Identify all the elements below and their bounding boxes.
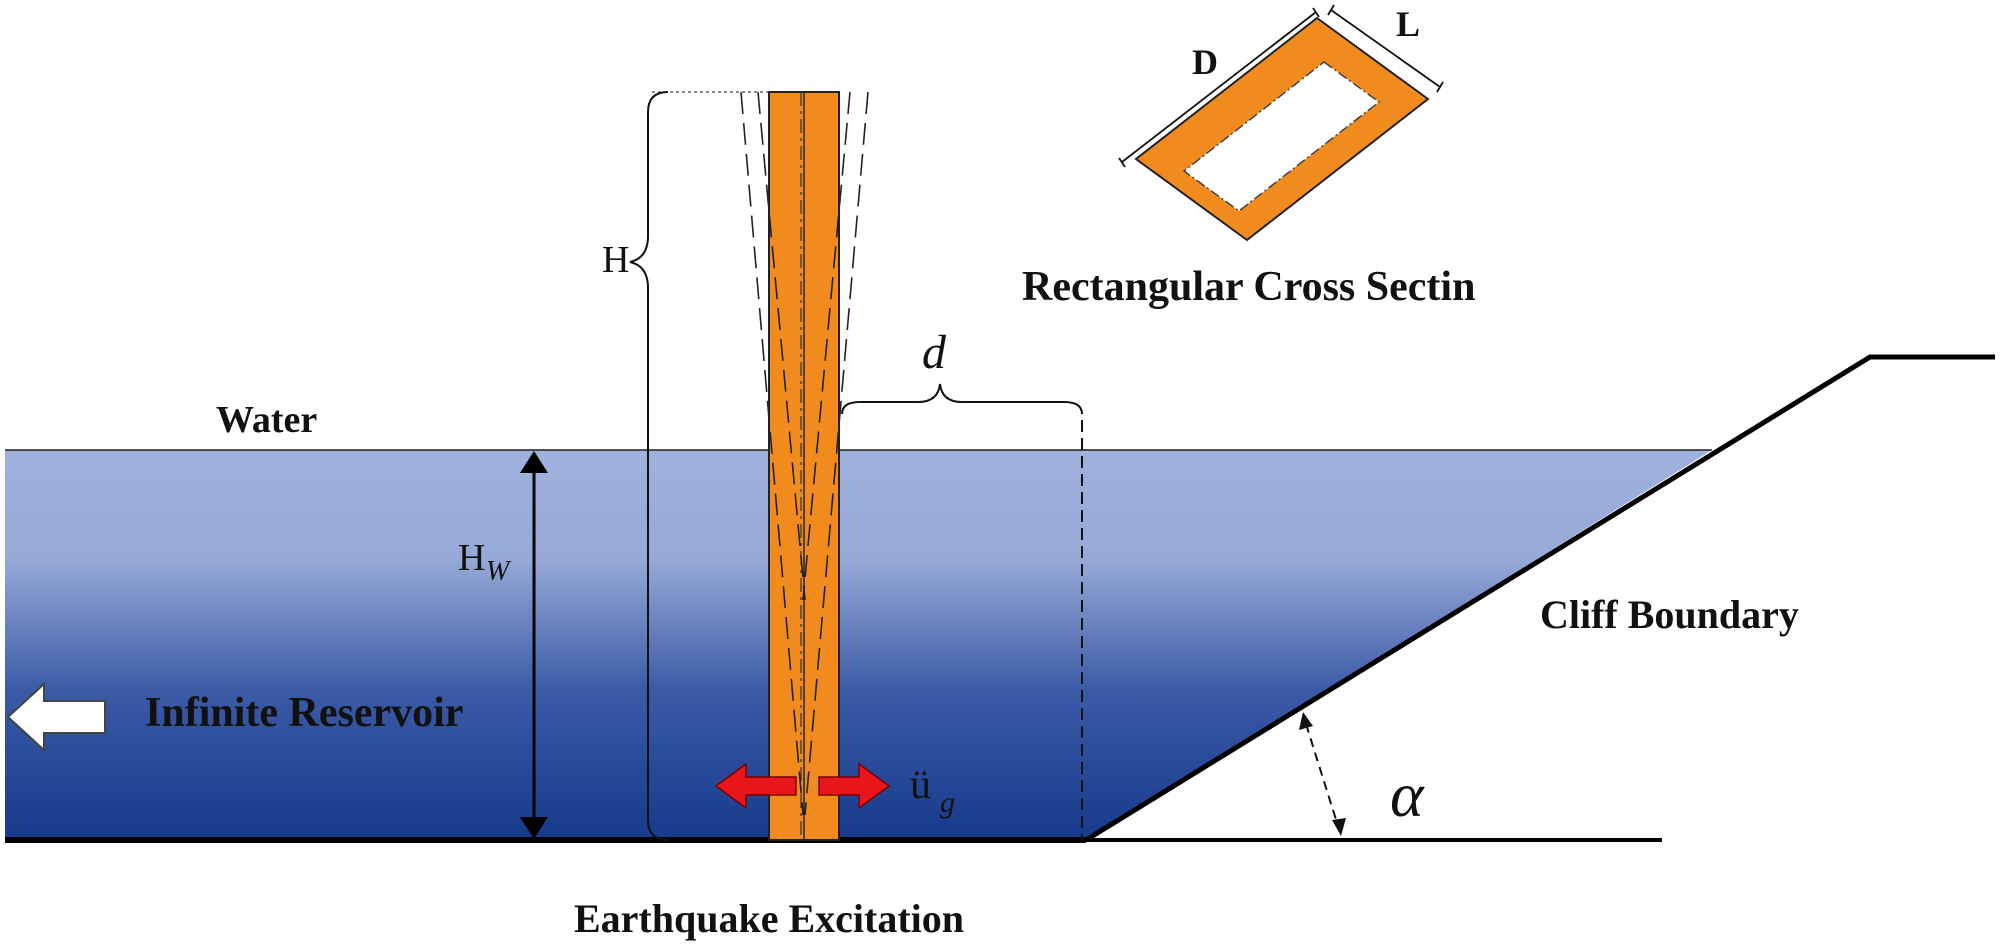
deflected-shape-lines xyxy=(740,91,869,816)
angle-label: α xyxy=(1390,759,1425,830)
section-width-dimension xyxy=(1330,9,1441,88)
water-height-arrow-top xyxy=(520,451,548,473)
infinite-reservoir-label: Infinite Reservoir xyxy=(145,690,463,736)
angle-dashed-arrow-line xyxy=(1305,723,1339,827)
distance-label: d xyxy=(922,326,947,379)
ground-accel-subscript: g xyxy=(940,786,955,819)
height-brace xyxy=(629,91,669,841)
height-label: H xyxy=(602,239,629,281)
distance-brace xyxy=(841,383,1083,415)
excitation-arrow-left-icon xyxy=(714,762,797,810)
section-depth-label: D xyxy=(1192,42,1218,82)
ground-accel-label: ü xyxy=(910,762,931,808)
cross-section-inset: D L xyxy=(1118,4,1444,242)
reservoir-arrow-icon xyxy=(6,681,106,753)
cross-section-hollow xyxy=(1182,61,1381,212)
water-body xyxy=(5,450,1712,840)
water-height-subscript: W xyxy=(486,556,512,587)
water-height-label: H xyxy=(458,537,485,579)
section-width-label: L xyxy=(1396,4,1420,44)
cliff-boundary-line xyxy=(1084,354,1995,843)
cliff-boundary-label: Cliff Boundary xyxy=(1540,592,1799,637)
angle-arrow-bottom xyxy=(1332,818,1346,836)
water-height-arrow-bottom xyxy=(520,817,548,839)
earthquake-excitation-label: Earthquake Excitation xyxy=(574,896,964,941)
water-label: Water xyxy=(216,399,317,441)
section-depth-dimension xyxy=(1121,11,1317,163)
angle-arrow-top xyxy=(1299,712,1313,730)
excitation-arrow-right-icon xyxy=(818,762,891,810)
cross-section-title: Rectangular Cross Sectin xyxy=(1022,264,1475,310)
